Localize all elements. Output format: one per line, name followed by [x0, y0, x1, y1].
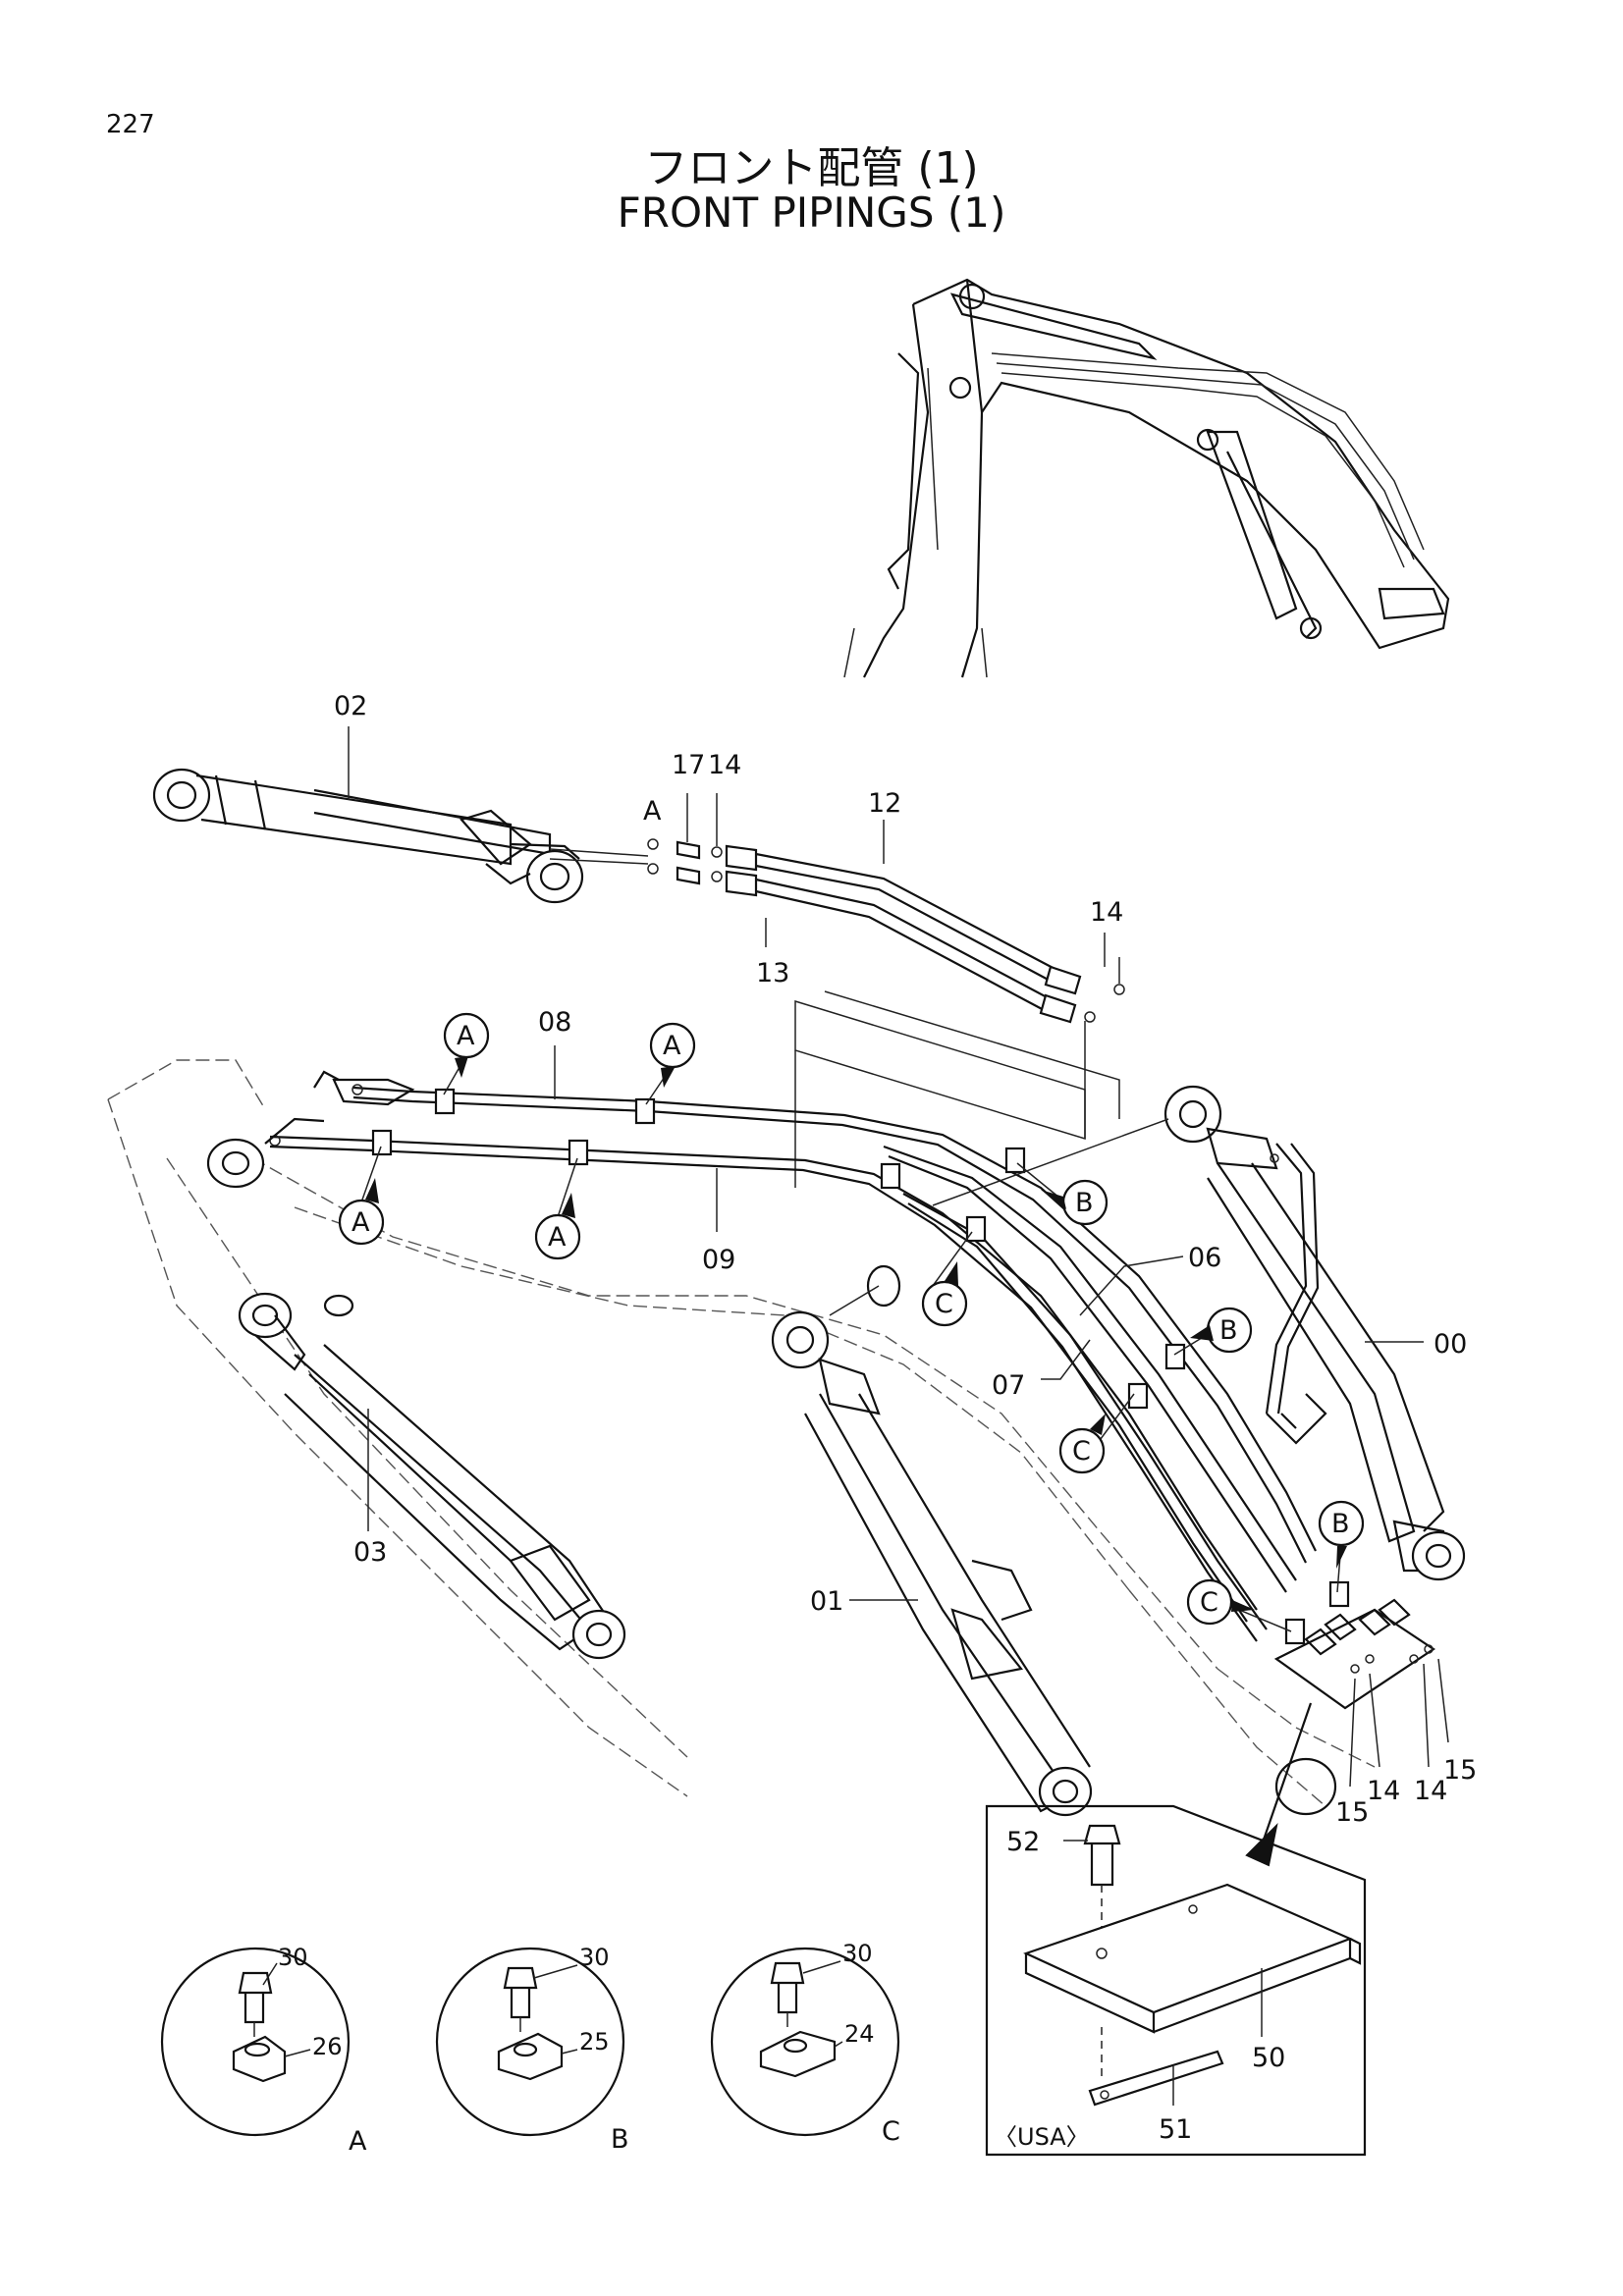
label-03: 03: [353, 1537, 387, 1568]
label-14-b: 14: [1090, 897, 1123, 928]
clamp-marker-c-1: [921, 1280, 968, 1327]
pipe-bracket-plate: [1273, 1598, 1435, 1710]
detail-circle-b: [435, 1947, 625, 2137]
label-13: 13: [756, 958, 789, 988]
detail-b-bolt: 30: [579, 1944, 610, 1971]
detail-a-clamp: 26: [312, 2033, 343, 2060]
detail-a-letter: A: [349, 2126, 367, 2157]
detail-c-clamp: 24: [844, 2020, 875, 2048]
label-09: 09: [702, 1245, 735, 1275]
clamp-letter-a-4: A: [548, 1222, 567, 1253]
page-number: 227: [106, 110, 155, 139]
hoses-12-13: [725, 844, 1125, 1024]
clamp-letter-b-3: B: [1331, 1509, 1350, 1539]
fittings-17-14: [676, 793, 723, 885]
cylinder-00: [1163, 1085, 1466, 1581]
label-17: 17: [672, 750, 705, 780]
detail-b-clamp: 25: [579, 2028, 610, 2056]
detail-a-bolt: 30: [278, 1944, 308, 1971]
clamp-letter-c-3: C: [1200, 1587, 1218, 1618]
clamp-letter-c-1: C: [935, 1289, 953, 1319]
clamp-letter-a-2: A: [663, 1031, 681, 1061]
detail-c-letter: C: [882, 2116, 900, 2147]
cylinder-03: [238, 1292, 626, 1660]
clamp-letter-a-1: A: [457, 1021, 475, 1051]
label-07: 07: [992, 1370, 1025, 1401]
text-labels: 02 17 14 12 13 14 08 09 06 07 00 01 03 1…: [262, 691, 1477, 2157]
clamp-marker-b-3: [1318, 1500, 1365, 1547]
boom-ghost-outline: [107, 1059, 1376, 1816]
label-12: 12: [868, 788, 901, 819]
clamp-letter-b-2: B: [1219, 1315, 1238, 1346]
clamp-marker-a-3: [338, 1199, 385, 1246]
overview-excavator-front: [843, 278, 1450, 678]
label-06: 06: [1188, 1243, 1221, 1273]
label-14-c: 14: [1367, 1776, 1400, 1806]
usa-tag: 〈USA〉: [994, 2123, 1090, 2151]
cylinder-01: [771, 1264, 1093, 1817]
detail-circle-a: [160, 1947, 351, 2137]
exploded-reference-box: [794, 990, 1120, 1188]
label-00: 00: [1434, 1329, 1467, 1360]
label-08: 08: [538, 1007, 571, 1038]
title-english: FRONT PIPINGS (1): [617, 188, 1006, 237]
usa-detail-box: [985, 1702, 1367, 2157]
clamp-markers: [338, 1012, 1365, 1626]
clamp-marker-c-3: [1186, 1578, 1233, 1626]
label-52: 52: [1006, 1827, 1040, 1857]
pipe-clamps: [371, 1088, 1350, 1645]
label-a-fitting: A: [643, 796, 662, 827]
label-01: 01: [810, 1586, 843, 1617]
label-51: 51: [1159, 2114, 1192, 2145]
label-15-b: 15: [1443, 1755, 1477, 1786]
detail-circle-c: [710, 1947, 900, 2137]
clamp-letter-a-3: A: [352, 1207, 370, 1238]
clamp-letter-b-1: B: [1075, 1188, 1094, 1218]
label-15-a: 15: [1335, 1797, 1369, 1828]
label-14-d: 14: [1414, 1776, 1447, 1806]
clamp-marker-a-4: [534, 1213, 581, 1260]
title-japanese: フロント配管 (1): [644, 143, 979, 193]
label-02: 02: [334, 691, 367, 721]
label-50: 50: [1252, 2043, 1285, 2073]
label-14-a: 14: [708, 750, 741, 780]
clamp-marker-c-2: [1058, 1427, 1106, 1474]
bucket-cylinder-02: [152, 768, 659, 904]
detail-b-letter: B: [611, 2124, 629, 2155]
clamp-letter-c-2: C: [1072, 1436, 1091, 1467]
detail-c-bolt: 30: [842, 1940, 873, 1967]
